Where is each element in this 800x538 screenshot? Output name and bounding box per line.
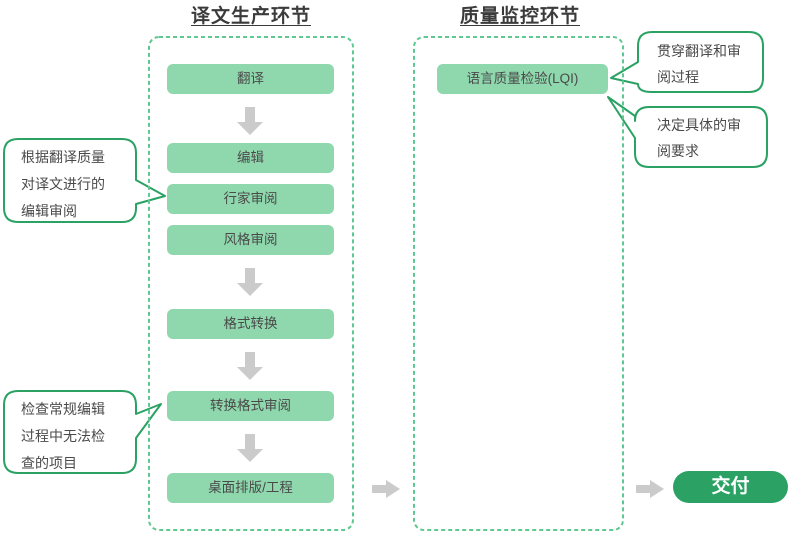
down-arrow-icon <box>237 352 263 380</box>
callout-lqi-requirement-bubble <box>607 96 768 168</box>
right-arrow-icon <box>372 480 400 498</box>
production-frame <box>148 36 354 531</box>
step-format-conversion: 格式转换 <box>167 309 334 339</box>
speech-bubble-upright-tail-icon <box>3 390 162 474</box>
callout-format-check-text: 检查常规编辑过程中无法检查的项目 <box>21 401 105 471</box>
deliver-pill: 交付 <box>673 471 788 503</box>
down-arrow-icon <box>237 434 263 462</box>
callout-edit-review-text: 根据翻译质量对译文进行的编辑审阅 <box>21 149 105 219</box>
step-expert-review: 行家审阅 <box>167 184 334 214</box>
production-title: 译文生产环节 <box>190 6 311 27</box>
step-dtp-engineering: 桌面排版/工程 <box>167 473 334 503</box>
callout-format-check-bubble <box>3 390 162 474</box>
step-converted-format-review: 转换格式审阅 <box>167 391 334 421</box>
callout-lqi-span-bubble <box>610 31 764 93</box>
step-editing: 编辑 <box>167 143 334 173</box>
step-translation: 翻译 <box>167 64 334 94</box>
right-arrow-icon <box>636 480 664 498</box>
down-arrow-icon <box>237 268 263 296</box>
callout-lqi-requirement-text: 决定具体的审阅要求 <box>657 117 741 159</box>
lqi-box: 语言质量检验(LQI) <box>437 64 608 94</box>
speech-bubble-upleft-tail-icon <box>607 96 768 168</box>
step-style-review: 风格审阅 <box>167 225 334 255</box>
callout-lqi-span-text: 贯穿翻译和审阅过程 <box>657 43 741 85</box>
callout-edit-review-bubble <box>3 138 166 223</box>
quality-title: 质量监控环节 <box>459 6 580 27</box>
speech-bubble-left-tail-icon <box>610 31 764 93</box>
down-arrow-icon <box>237 107 263 135</box>
quality-frame <box>413 36 624 531</box>
speech-bubble-right-tail-icon <box>3 138 166 223</box>
